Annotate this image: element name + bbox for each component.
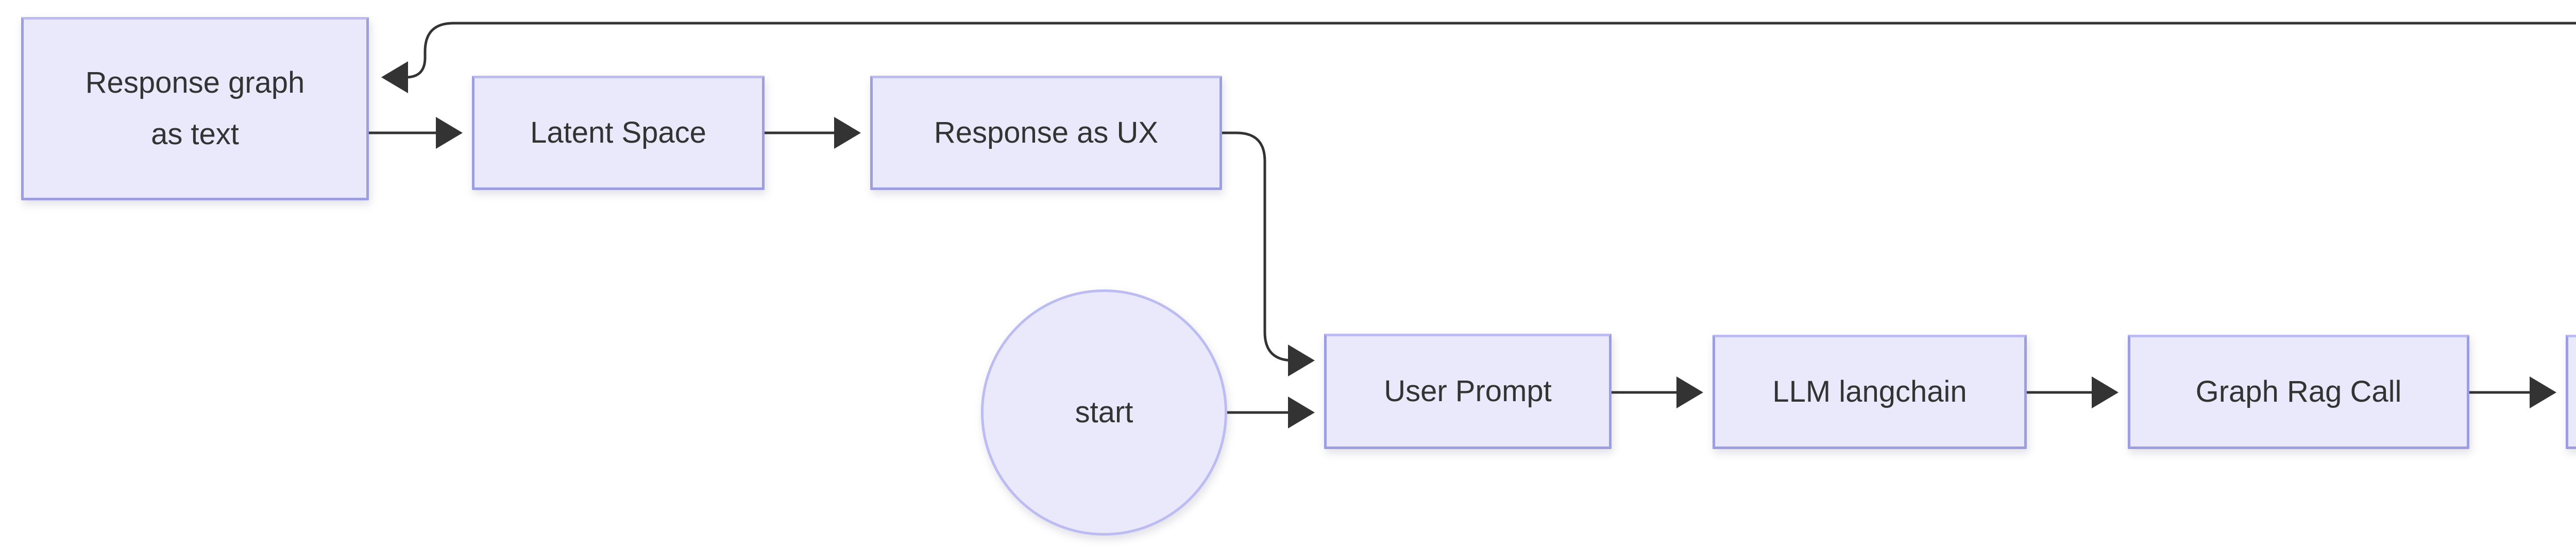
node-label: Graph Rag Call [2195,375,2402,409]
edge-response-graph-to-latent-space [369,117,463,149]
arrowhead-icon [2092,376,2119,408]
node-user-prompt: User Prompt [1324,334,1612,449]
edge-llm-langchain-to-graph-rag-call [2027,376,2119,408]
edge-latent-space-to-response-ux [765,117,861,149]
edge-response-ux-to-user-prompt [1222,131,1315,376]
node-tokenizer: Tokenizer [2566,335,2576,449]
arrowhead-icon [381,61,408,93]
node-response-as-ux: Response as UX [870,76,1222,190]
node-response-graph-as-text: Response graph as text [21,17,369,200]
arrowhead-icon [2530,376,2556,408]
arrowhead-icon [436,117,463,149]
node-label: as text [151,117,239,151]
node-start: start [981,289,1227,536]
node-latent-space: Latent Space [472,76,765,190]
arrowhead-icon [1288,345,1315,376]
node-label: Response as UX [934,116,1159,150]
arrowhead-icon [1676,376,1703,408]
edge-start-to-user-prompt [1227,397,1315,428]
node-label: Latent Space [530,116,706,150]
arrowhead-icon [834,117,861,149]
node-graph-rag-call: Graph Rag Call [2128,335,2469,449]
node-label: LLM langchain [1772,375,1967,409]
node-llm-langchain: LLM langchain [1713,335,2027,449]
node-label: User Prompt [1384,374,1552,408]
arrowhead-icon [1288,397,1315,428]
edge-sparql-to-response-graph-feedback-loop [381,22,2576,93]
node-label: Response graph [85,66,305,100]
node-label: start [1075,396,1133,429]
edge-user-prompt-to-llm-langchain [1612,376,1703,408]
edge-graph-rag-call-to-tokenizer [2469,376,2556,408]
